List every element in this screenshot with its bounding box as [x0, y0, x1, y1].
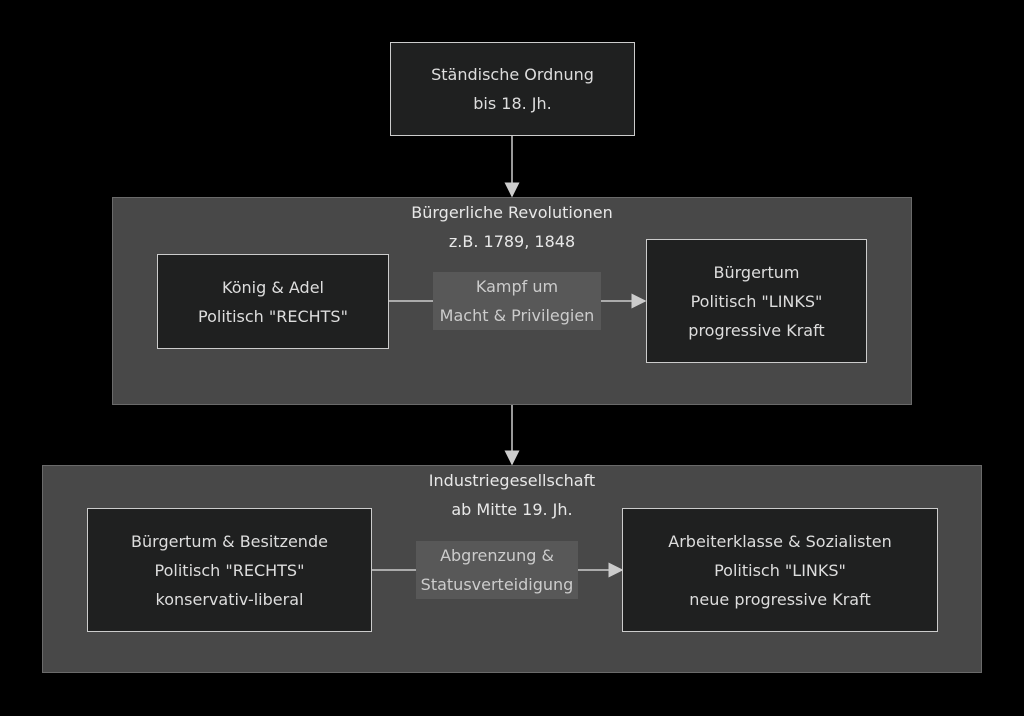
edge-label-abgrenzung: Abgrenzung &Statusverteidigung	[416, 541, 578, 599]
